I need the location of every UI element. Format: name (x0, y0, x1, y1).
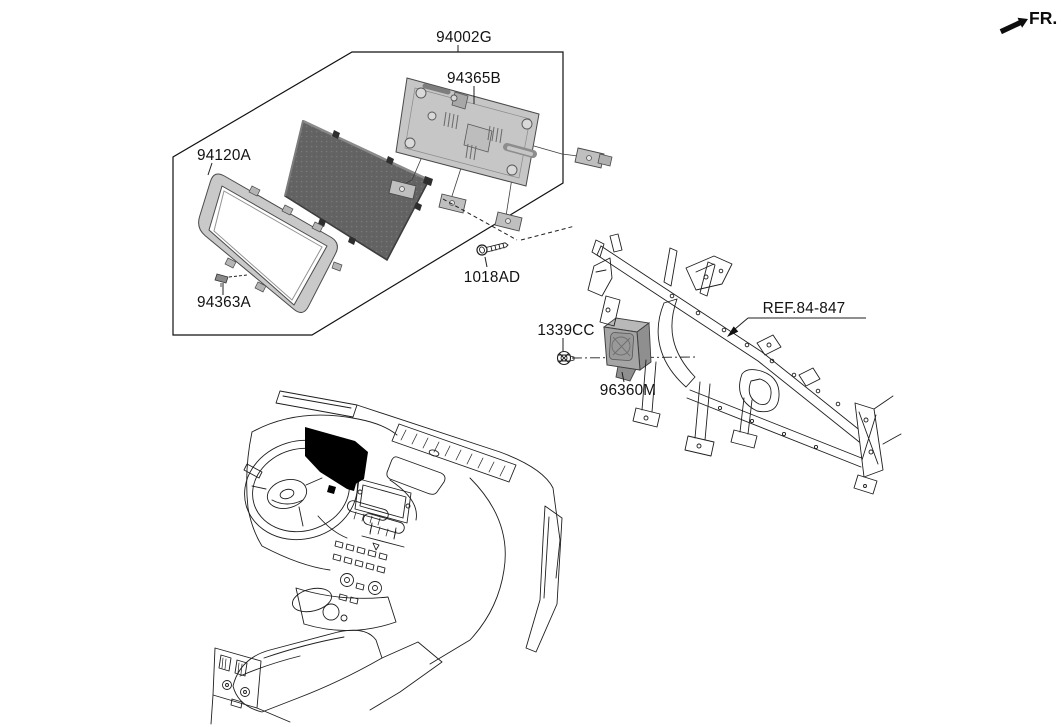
callout-94363A[interactable]: 94363A (197, 294, 252, 311)
leader-lines (207, 45, 866, 383)
callout-94365B[interactable]: 94365B (447, 70, 501, 87)
callout-94120A[interactable]: 94120A (197, 147, 252, 164)
nut-drawing (556, 350, 575, 366)
part-callouts: 94002G 94365B 94120A 94363A 1018AD 1339C… (197, 29, 845, 399)
callout-1339CC[interactable]: 1339CC (537, 322, 594, 339)
fr-direction-indicator: FR. (999, 8, 1057, 35)
crossmember-drawing (587, 233, 902, 495)
dashboard-illustration (210, 390, 563, 725)
callout-1018AD[interactable]: 1018AD (464, 269, 520, 286)
callout-ref-84-847[interactable]: REF.84-847 (763, 300, 846, 317)
screw-drawing (476, 242, 509, 256)
clip-drawing (214, 273, 229, 287)
assembly-enclosure-outline (172, 51, 564, 336)
callout-94002G[interactable]: 94002G (436, 29, 492, 46)
cluster-bezel-drawing (198, 173, 343, 313)
fr-label: FR. (1029, 8, 1057, 28)
mounting-bracket-drawing (388, 77, 613, 232)
module-drawing (602, 317, 652, 382)
cluster-display-unit-drawing (284, 119, 433, 261)
fr-arrow-icon (999, 17, 1028, 35)
callout-96360M[interactable]: 96360M (600, 382, 656, 399)
